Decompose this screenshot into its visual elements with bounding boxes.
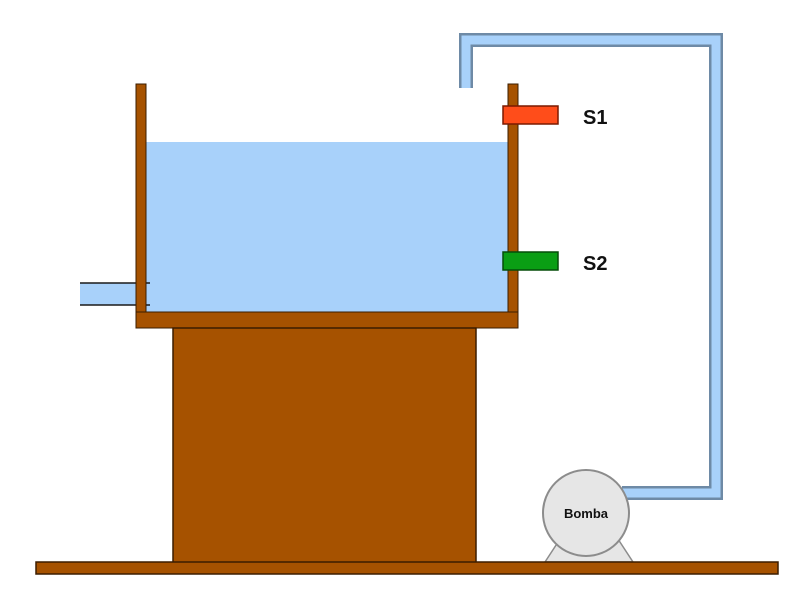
ground-floor [35, 561, 779, 575]
tank-left-wall [135, 83, 147, 329]
outlet-pipe [80, 283, 148, 305]
sensor-s1 [502, 105, 559, 125]
sensor-s2-label: S2 [583, 253, 607, 275]
tank-bottom [135, 311, 519, 329]
tank-stand [172, 327, 477, 565]
sensor-s1-label: S1 [583, 107, 607, 129]
pump-return-pipe-water [461, 35, 721, 498]
pump-label: Bomba [564, 506, 609, 521]
pump-body [542, 469, 630, 557]
tank-water [145, 142, 509, 312]
sensor-s2 [502, 251, 559, 271]
